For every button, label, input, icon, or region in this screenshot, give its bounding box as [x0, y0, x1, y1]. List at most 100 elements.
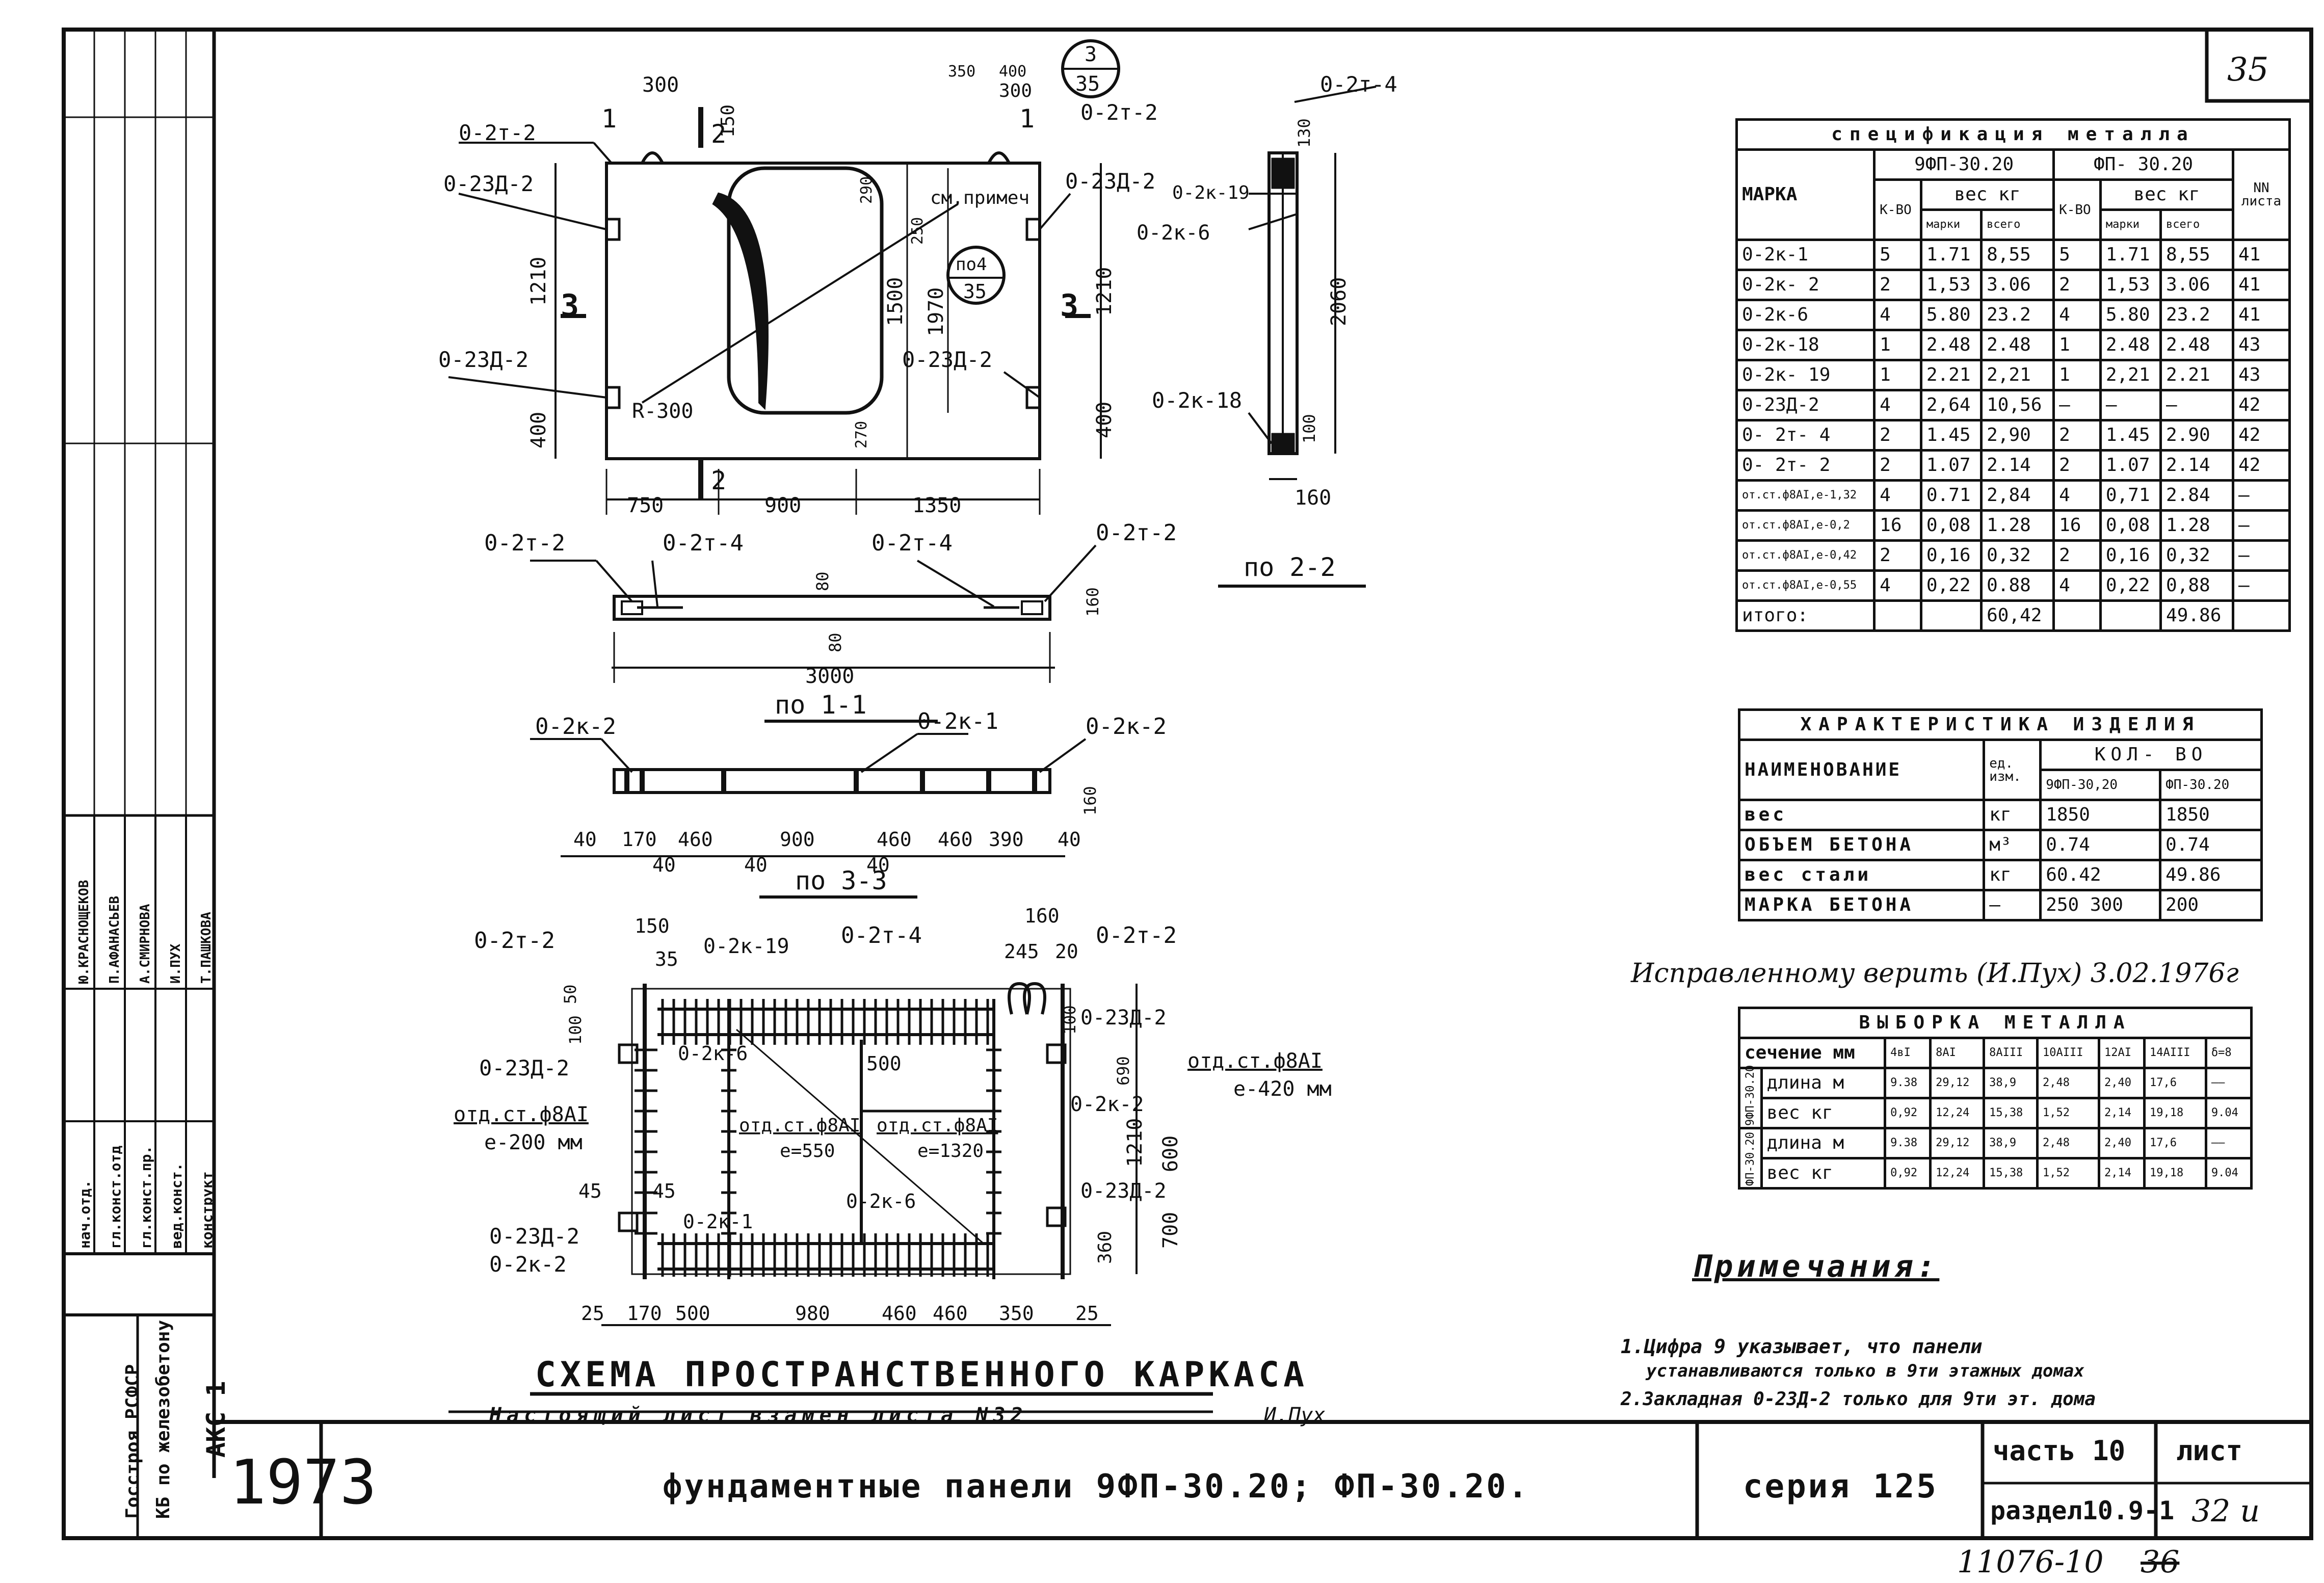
page-number-box — [2205, 28, 2313, 103]
sel-group: 9ФП-30.20 — [1739, 1065, 1762, 1128]
svg-text:2060: 2060 — [1327, 277, 1351, 326]
spec-cell: 0- 2т- 4 — [1735, 419, 1876, 452]
spec-col-ves-2: вес кг — [2099, 178, 2235, 211]
spec-cell: — — [2159, 389, 2234, 421]
svg-text:1: 1 — [601, 104, 617, 134]
spec-cell: 42 — [2232, 419, 2291, 452]
signature-role: гл.конст.отд — [107, 1145, 124, 1249]
char-cell: — — [1983, 889, 2042, 921]
spec-cell: 1.71 — [1919, 239, 1983, 271]
note-line-2: устанавливаются только в 9ти этажных дом… — [1646, 1361, 2084, 1381]
svg-text:160: 160 — [1295, 486, 1331, 510]
spec-col-kvo-1: К-ВО — [1873, 178, 1922, 241]
spec-cell: — — [2232, 509, 2291, 542]
spec-cell: 2 — [1873, 539, 1922, 572]
sel-cell: 9.38 — [1884, 1067, 1932, 1099]
sel-cell: 29,12 — [1929, 1067, 1986, 1099]
svg-text:80: 80 — [813, 571, 832, 591]
part: часть 10 — [1993, 1435, 2126, 1467]
label-see-note: см.примеч — [930, 188, 1029, 208]
svg-text:50: 50 — [561, 984, 580, 1004]
svg-text:45: 45 — [652, 1180, 676, 1202]
spec-cell: 0,08 — [2099, 509, 2162, 542]
label-rebar-2: отд.ст.ф8АI — [454, 1103, 589, 1126]
label-rebar-4-len: e=1320 — [917, 1141, 984, 1162]
svg-text:25: 25 — [1075, 1302, 1099, 1325]
spec-cell: 2.14 — [2159, 449, 2234, 482]
spec-cell: 4 — [1873, 389, 1922, 421]
spec-cell: 1,53 — [2099, 269, 2162, 301]
label-t4-s11-right: 0-2т-4 — [872, 530, 953, 556]
svg-text:130: 130 — [1295, 118, 1314, 148]
svg-text:460: 460 — [877, 828, 912, 851]
spec-cell: 1,53 — [1919, 269, 1983, 301]
spec-cell: 0,08 — [1919, 509, 1983, 542]
spec-cell: 5.80 — [1919, 299, 1983, 331]
char-cell: 49.86 — [2159, 859, 2263, 891]
svg-text:1350: 1350 — [912, 494, 961, 517]
char-sub2: ФП-30.20 — [2159, 769, 2263, 801]
label-r300: R-300 — [632, 400, 693, 423]
cage-ticks — [635, 999, 1001, 1277]
spec-cell: 0,71 — [2099, 479, 2162, 512]
label-k2-s33-left: 0-2к-2 — [535, 714, 616, 740]
spec-col-vsego-2: всего — [2159, 208, 2234, 241]
view-label-3-3: по 3-3 — [795, 866, 887, 895]
spec-cell: 43 — [2232, 329, 2291, 361]
svg-text:750: 750 — [627, 494, 664, 517]
spec-cell — [2052, 599, 2102, 632]
spec-cell: 3.06 — [2159, 269, 2234, 301]
label-t4-s11-left: 0-2т-4 — [663, 530, 744, 556]
code: АКС 1 — [201, 1381, 231, 1458]
spec-cell: 2.90 — [2159, 419, 2234, 452]
sel-group: ФП-30.20 — [1739, 1128, 1762, 1189]
spec-cell: 1 — [1873, 329, 1922, 361]
spec-cell: 2 — [2052, 449, 2102, 482]
spec-cell: — — [2232, 539, 2291, 572]
spec-cell: 0,22 — [1919, 569, 1983, 602]
sel-cell: 12,24 — [1929, 1097, 1986, 1129]
sel-cell: 0,92 — [1884, 1157, 1932, 1190]
label-rebar-4: отд.ст.ф8АI — [877, 1115, 998, 1136]
spec-cell: 1.28 — [2159, 509, 2234, 542]
view-label-2-2: по 2-2 — [1244, 552, 1336, 582]
spec-cell: 0- 2т- 2 — [1735, 449, 1876, 482]
spec-cell: 41 — [2232, 269, 2291, 301]
label-t4-cage: 0-2т-4 — [841, 922, 922, 948]
svg-text:3: 3 — [561, 288, 579, 324]
label-t2-s11-right: 0-2т-2 — [1096, 520, 1177, 546]
sel-cell: 1,52 — [2036, 1157, 2100, 1190]
signature-name: П.АФАНАСЬЕВ — [107, 895, 122, 984]
label-zd2-cage-1: 0-2ЗД-2 — [479, 1056, 569, 1080]
label-t2-front-right: 0-2т-2 — [1080, 100, 1158, 125]
svg-text:400: 400 — [999, 63, 1026, 81]
label-k18-side: 0-2к-18 — [1152, 388, 1242, 413]
label-k6-cage-2: 0-2к-6 — [846, 1190, 916, 1212]
label-k1-cage: 0-2к-1 — [683, 1210, 753, 1233]
spec-col-ves-1: вес кг — [1919, 178, 2055, 211]
svg-text:700: 700 — [1159, 1212, 1182, 1249]
char-cell: 200 — [2159, 889, 2263, 921]
label-zd2-front-3: 0-2ЗД-2 — [1065, 169, 1155, 194]
char-sub1: 9ФП-30,20 — [2039, 769, 2162, 801]
org-line-2: Госстроя РСФСР — [122, 1364, 143, 1519]
spec-cell: — — [2052, 389, 2102, 421]
svg-text:460: 460 — [678, 828, 713, 851]
svg-text:1210: 1210 — [1123, 1118, 1147, 1167]
label-k2-s33-right: 0-2к-2 — [1086, 714, 1167, 740]
char-cell: 250 300 — [2039, 889, 2162, 921]
char-col-name: НАИМЕНОВАНИЕ — [1737, 738, 1986, 801]
sel-cell: вес кг — [1760, 1097, 1887, 1129]
sheet-title: фундаментные панели 9ФП-30.20; ФП-30.20. — [663, 1468, 1530, 1506]
spec-cell: 2.21 — [1919, 359, 1983, 391]
